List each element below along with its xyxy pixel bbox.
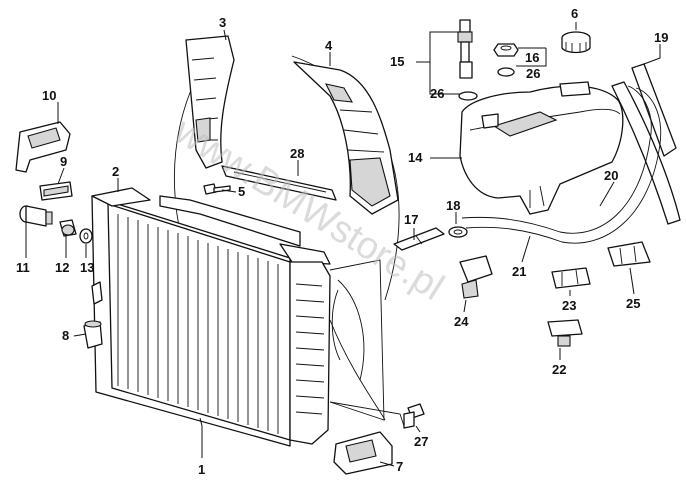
short-hose [393,227,445,251]
bleed-pipe [461,85,662,244]
callout-16: 16 [525,50,539,65]
callout-1: 1 [198,462,205,477]
leader-lines [25,22,661,467]
level-sensor [457,19,473,79]
cover-strip [221,165,337,201]
callout-4: 4 [325,38,333,53]
callout-20: 20 [604,168,618,183]
callout-22: 22 [552,362,566,377]
callout-21: 21 [512,264,526,279]
callout-18: 18 [446,198,460,213]
callout-numbers: 3 4 2 5 6 10 9 11 12 13 8 28 14 15 26 26… [16,6,668,477]
callout-13: 13 [80,260,94,275]
screw-27 [403,403,425,429]
callout-10: 10 [42,88,56,103]
callout-5: 5 [238,184,245,199]
sealing-washer [79,228,93,244]
callout-14: 14 [408,150,423,165]
sealing-rings [458,67,515,101]
callout-27: 27 [414,434,428,449]
callout-25: 25 [626,296,640,311]
callout-6: 6 [571,6,578,21]
lower-mount [333,431,393,475]
holder-clip-24 [459,255,493,299]
callout-8: 8 [62,328,69,343]
shroud-half-left [185,35,235,169]
callout-26-left: 26 [430,86,444,101]
holder-clip-22 [547,319,583,347]
holder-clip-23 [551,267,591,289]
callout-7: 7 [396,459,403,474]
hex-nut [493,43,519,57]
callout-23: 23 [562,298,576,313]
overflow-hoses [611,63,681,225]
callout-12: 12 [55,260,69,275]
callout-11: 11 [16,260,30,275]
callout-9: 9 [60,154,67,169]
temperature-switch [19,205,53,227]
callout-17: 17 [404,212,418,227]
shroud-half-right [293,61,399,215]
radiator [91,187,331,447]
holder-clip-25 [607,241,651,267]
callout-2: 2 [112,164,119,179]
mounting-bracket [15,121,71,173]
fan-frame [329,259,405,427]
tank-cap [561,31,591,54]
callout-3: 3 [219,15,226,30]
screw-5 [203,183,231,195]
callout-26-right: 26 [526,66,540,81]
expansion-tank [459,81,624,215]
drain-plug [59,219,77,237]
callout-28: 28 [290,146,304,161]
callout-15: 15 [390,54,404,69]
rubber-buffer [83,320,103,349]
callout-19: 19 [654,30,668,45]
rubber-mount [39,181,73,201]
callout-24: 24 [454,314,469,329]
hose-clamp [448,226,468,238]
